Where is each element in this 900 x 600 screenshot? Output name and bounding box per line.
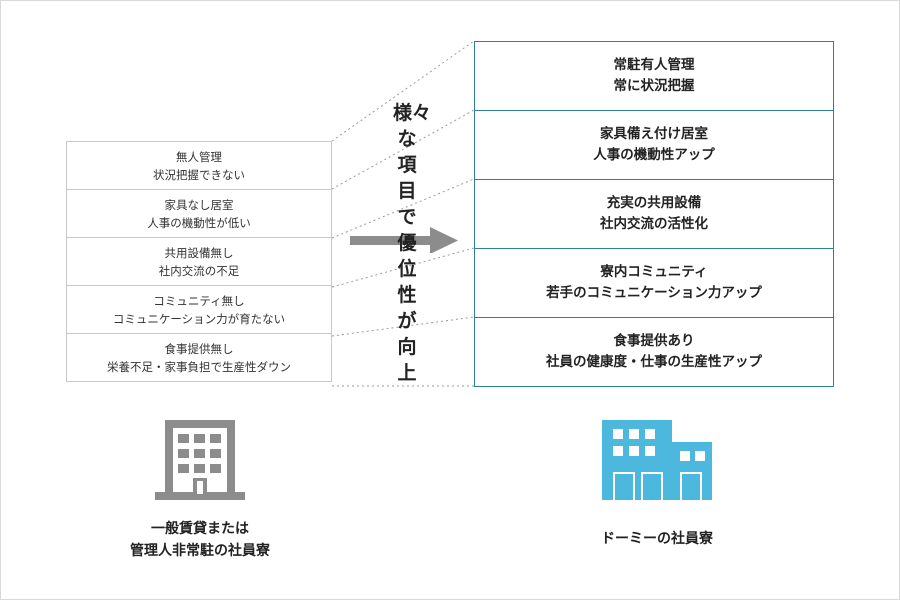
left-row: 共用設備無し 社内交流の不足 xyxy=(66,237,332,285)
right-row-desc: 常に状況把握 xyxy=(613,78,695,94)
right-row: 食事提供あり 社員の健康度・仕事の生産性アップ xyxy=(474,317,834,387)
office-building-icon xyxy=(155,420,245,500)
connector-line xyxy=(331,40,475,142)
right-caption: ドーミーの社員寮 xyxy=(557,528,757,550)
connector-line xyxy=(331,316,475,337)
right-arrow-icon xyxy=(350,227,458,253)
dormitory-building-icon xyxy=(602,420,712,500)
left-caption-line1: 一般賃貸または xyxy=(151,521,249,537)
left-row-title: コミュニティ無し xyxy=(153,293,245,308)
left-row-title: 食事提供無し xyxy=(164,341,234,356)
right-caption-text: ドーミーの社員寮 xyxy=(601,531,713,547)
left-row-desc: 社内交流の不足 xyxy=(158,263,240,278)
right-row-desc: 若手のコミュニケーション力アップ xyxy=(546,285,762,301)
right-row-title: 充実の共用設備 xyxy=(606,195,702,211)
left-row-desc: 状況把握できない xyxy=(153,167,245,182)
right-row-title: 食事提供あり xyxy=(613,333,695,349)
left-caption: 一般賃貸または 管理人非常駐の社員寮 xyxy=(100,518,300,562)
connector-line xyxy=(331,109,475,190)
left-row-title: 家具なし居室 xyxy=(164,197,234,212)
left-caption-line2: 管理人非常駐の社員寮 xyxy=(130,543,270,559)
left-row-title: 無人管理 xyxy=(176,149,222,164)
right-comparison-table: 常駐有人管理 常に状況把握 家具備え付け居室 人事の機動性アップ 充実の共用設備… xyxy=(474,41,834,387)
right-row-desc: 人事の機動性アップ xyxy=(593,147,715,163)
right-row-title: 寮内コミュニティ xyxy=(600,264,708,280)
left-row: コミュニティ無し コミュニケーション力が育たない xyxy=(66,285,332,333)
right-row: 寮内コミュニティ 若手のコミュニケーション力アップ xyxy=(474,248,834,317)
center-vertical-label: 様々な項目で優位性が向上 xyxy=(393,102,432,384)
connector-line xyxy=(331,178,475,239)
left-row-desc: コミュニケーション力が育たない xyxy=(112,311,286,326)
right-row: 常駐有人管理 常に状況把握 xyxy=(474,41,834,110)
left-row: 食事提供無し 栄養不足・家事負担で生産性ダウン xyxy=(66,333,332,382)
left-row-desc: 人事の機動性が低い xyxy=(147,215,251,230)
right-row: 家具備え付け居室 人事の機動性アップ xyxy=(474,110,834,179)
right-row: 充実の共用設備 社内交流の活性化 xyxy=(474,179,834,248)
center-vertical-text: 様々な項目で優位性が向上 xyxy=(393,100,432,386)
left-row: 無人管理 状況把握できない xyxy=(66,141,332,189)
right-row-title: 常駐有人管理 xyxy=(613,57,695,73)
right-row-desc: 社員の健康度・仕事の生産性アップ xyxy=(546,354,762,370)
right-row-desc: 社内交流の活性化 xyxy=(600,216,708,232)
left-row: 家具なし居室 人事の機動性が低い xyxy=(66,189,332,237)
right-row-title: 家具備え付け居室 xyxy=(600,126,708,142)
left-comparison-table: 無人管理 状況把握できない 家具なし居室 人事の機動性が低い 共用設備無し 社内… xyxy=(66,141,332,382)
left-row-desc: 栄養不足・家事負担で生産性ダウン xyxy=(107,359,291,374)
left-row-title: 共用設備無し xyxy=(164,245,234,260)
